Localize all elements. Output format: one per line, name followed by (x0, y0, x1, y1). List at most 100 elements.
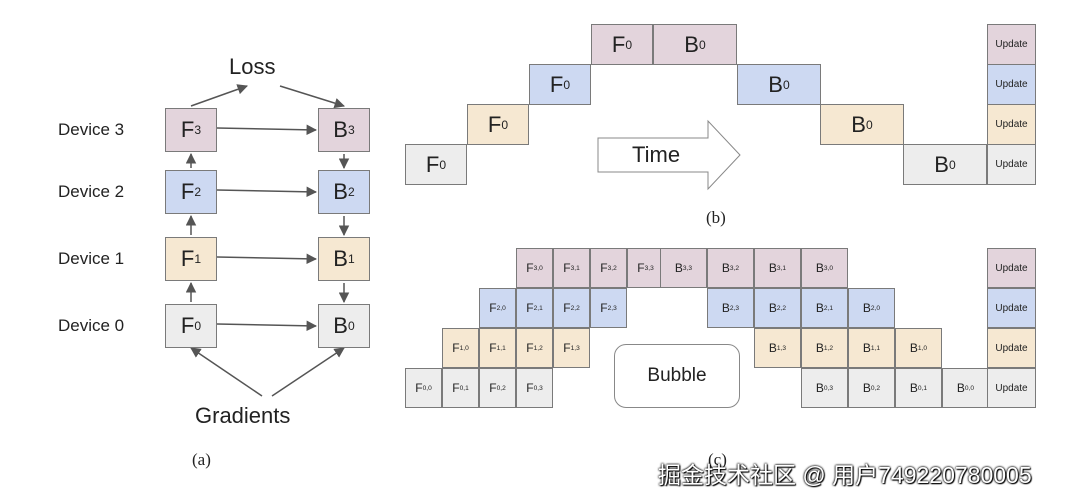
forward-block-device-1-subscript: 1 (194, 252, 202, 266)
schedule-c-forward-0-0-label: F (415, 381, 423, 395)
forward-to-backward-arrow-1 (216, 253, 318, 265)
schedule-b-forward-device-2-label: F (549, 71, 564, 97)
schedule-c-backward-1-2-label: B (862, 341, 871, 355)
schedule-c-backward-2-2-label: B (815, 301, 824, 315)
schedule-c-backward-0-0-subscript: 0,3 (823, 384, 834, 392)
schedule-c-forward-2-0-label: F (489, 301, 497, 315)
schedule-b-backward-device-2-label: B (768, 71, 783, 97)
schedule-c-backward-2-3-subscript: 2,0 (870, 304, 881, 312)
schedule-c-forward-0-1-subscript: 0,1 (459, 384, 469, 392)
gradient-to-f0-arrow (190, 347, 263, 397)
schedule-c-backward-3-2-label: B (768, 261, 777, 275)
schedule-c-update-device-1-label: Update (995, 342, 1028, 354)
schedule-c-forward-0-1-label: F (452, 381, 460, 395)
time-arrow-icon (597, 119, 741, 191)
schedule-c-forward-3-3-subscript: 3,3 (644, 264, 654, 272)
schedule-b-forward-device-1-subscript: 0 (501, 117, 509, 132)
backward-block-device-1-label: B (333, 246, 348, 271)
schedule-c-backward-2-3-label: B (862, 301, 871, 315)
schedule-b-forward-device-0-subscript: 0 (439, 157, 447, 172)
schedule-c-forward-2-1-subscript: 2,1 (533, 304, 543, 312)
schedule-c-forward-1-0-subscript: 1,0 (459, 344, 469, 352)
schedule-b-forward-device-3-label: F (611, 31, 626, 57)
panel-a-caption: (a) (192, 450, 211, 469)
schedule-c-update-device-0: Update (987, 368, 1036, 408)
forward-block-device-0-subscript: 0 (194, 319, 202, 333)
schedule-c-backward-1-2-subscript: 1,1 (870, 344, 881, 352)
schedule-c-update-device-1: Update (987, 328, 1036, 368)
schedule-b-backward-device-3-subscript: 0 (698, 37, 706, 52)
schedule-c-forward-3-2-label: F (600, 261, 608, 275)
schedule-b-backward-device-0-subscript: 0 (948, 157, 956, 172)
forward-block-device-3-label: F (180, 117, 195, 142)
schedule-c-backward-1-0-label: B (768, 341, 777, 355)
schedule-c-forward-1-2-subscript: 1,2 (533, 344, 543, 352)
schedule-c-forward-3-3-label: F (637, 261, 645, 275)
schedule-c-forward-1-2-label: F (526, 341, 534, 355)
schedule-c-backward-1-0-subscript: 1,3 (776, 344, 787, 352)
schedule-c-backward-3-2-subscript: 3,1 (776, 264, 787, 272)
gradients-label: Gradients (195, 403, 291, 428)
schedule-c-forward-3-0-subscript: 3,0 (533, 264, 543, 272)
schedule-c-backward-3-0-label: B (674, 261, 683, 275)
schedule-c-backward-3-1-label: B (721, 261, 730, 275)
schedule-b-forward-device-3-subscript: 0 (625, 37, 633, 52)
schedule-c-backward-0-3-subscript: 0,0 (964, 384, 975, 392)
schedule-c-forward-0-0-subscript: 0,0 (422, 384, 432, 392)
to-loss-arrow (190, 84, 248, 107)
schedule-b-update-device-2-label: Update (995, 79, 1028, 90)
schedule-b-update-device-3: Update (987, 24, 1036, 65)
schedule-c-update-device-3-label: Update (995, 262, 1028, 274)
schedule-c-backward-0-2-label: B (909, 381, 918, 395)
panel-b-caption: (b) (706, 208, 726, 227)
forward-to-backward-arrow-3 (216, 124, 318, 136)
schedule-c-forward-2-0-subscript: 2,0 (496, 304, 506, 312)
forward-block-device-2-label: F (180, 179, 195, 204)
schedule-b-backward-device-0-label: B (934, 151, 949, 177)
gradient-to-b0-arrow (271, 347, 345, 397)
schedule-b-update-device-2: Update (987, 64, 1036, 105)
schedule-c-forward-0-2-subscript: 0,2 (496, 384, 506, 392)
forward-block-device-0-label: F (180, 313, 195, 338)
backward-block-device-2-label: B (333, 179, 348, 204)
schedule-c-backward-3-3-subscript: 3,0 (823, 264, 834, 272)
schedule-c-backward-0-1-label: B (862, 381, 871, 395)
schedule-b-backward-device-1-subscript: 0 (865, 117, 873, 132)
schedule-c-update-device-2-label: Update (995, 302, 1028, 314)
forward-to-backward-arrow-0 (216, 320, 318, 332)
backward-block-device-3-subscript: 3 (347, 123, 355, 137)
loss-label: Loss (229, 54, 276, 79)
device-label-3: Device 3 (58, 120, 125, 139)
loss-to-backward-arrow (279, 85, 346, 109)
schedule-c-backward-0-2-subscript: 0,1 (917, 384, 928, 392)
schedule-c-forward-3-0-label: F (526, 261, 534, 275)
schedule-c-forward-3-1-subscript: 3,1 (570, 264, 580, 272)
schedule-c-forward-1-1-label: F (489, 341, 497, 355)
